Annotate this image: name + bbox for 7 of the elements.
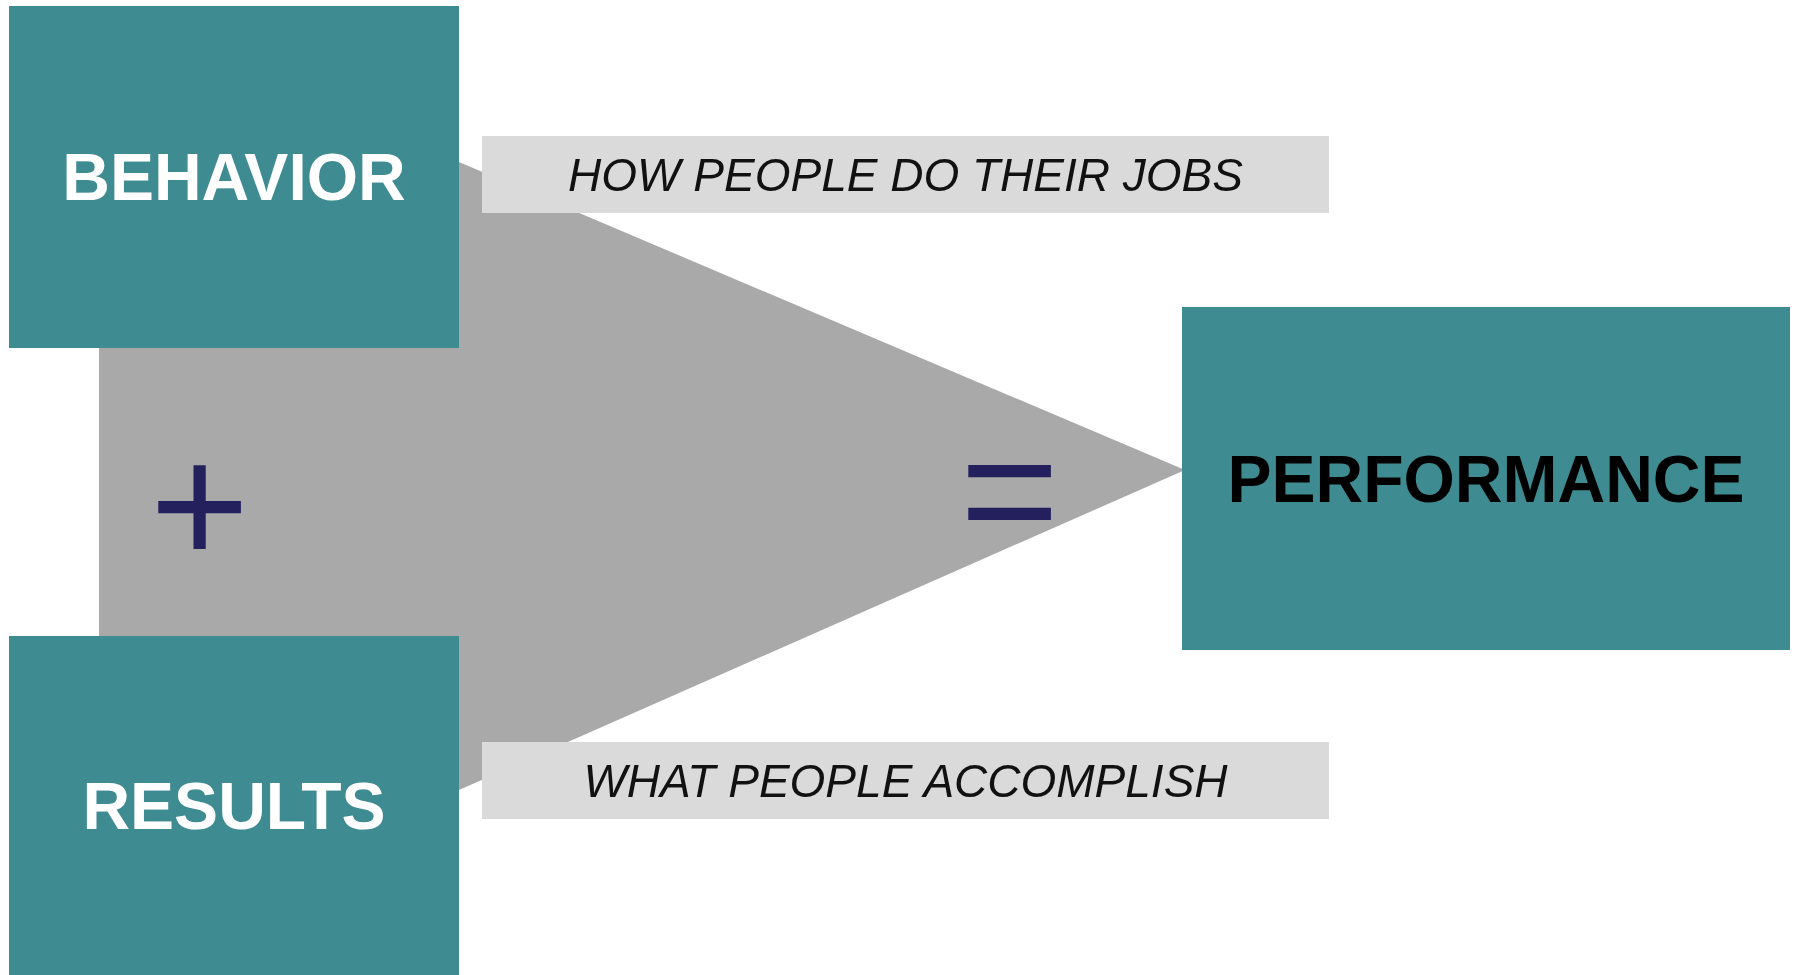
- category-box: RESULTS: [9, 636, 459, 975]
- description-box: HOW PEOPLE DO THEIR JOBS: [482, 136, 1329, 213]
- category-box: BEHAVIOR: [9, 6, 459, 348]
- result-box: PERFORMANCE: [1182, 307, 1790, 650]
- description-box: WHAT PEOPLE ACCOMPLISH: [482, 742, 1329, 819]
- operator-symbol: +: [150, 420, 250, 590]
- operator-symbol: =: [960, 405, 1060, 575]
